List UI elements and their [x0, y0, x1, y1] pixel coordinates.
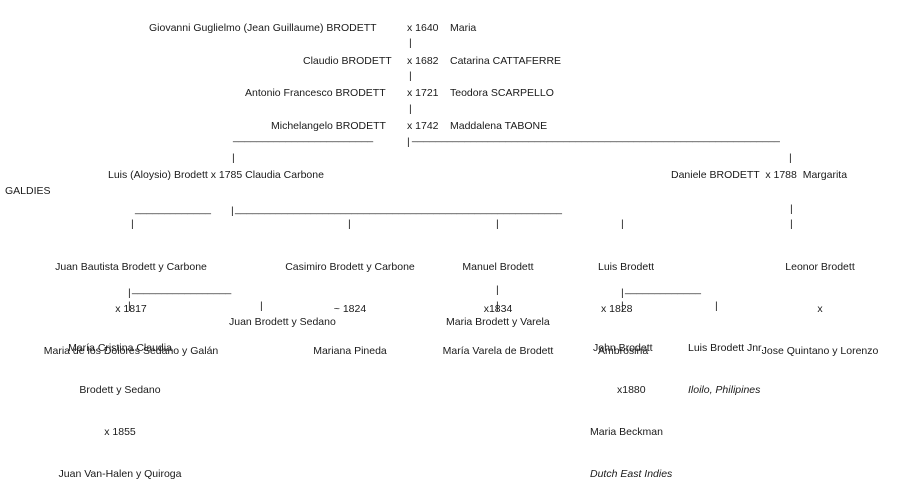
maria-brodett-y-varela: Maria Brodett y Varela	[446, 316, 550, 328]
person-line: Maria de los Dolores Sedano y Galán	[43, 345, 219, 357]
gen4-rule-right: ________________________________________…	[412, 131, 780, 143]
maria-cristina: María Cristina Claudia Brodett y Sedano …	[40, 316, 200, 494]
person-line: Jose Quintano y Lorenzo	[761, 345, 879, 357]
daniele-bar: |	[790, 203, 793, 215]
person-line: Brodett y Sedano	[79, 384, 161, 396]
gen1-name: Giovanni Guglielmo (Jean Guillaume) BROD…	[149, 22, 377, 34]
juan-brodett-y-sedano: Juan Brodett y Sedano	[229, 316, 336, 328]
person-line: ~ 1824	[333, 303, 367, 315]
person-line: x 1855	[104, 426, 136, 438]
person-line: x1834	[483, 303, 513, 315]
drop-bar-casimiro: |	[348, 218, 351, 230]
person-line: x1880	[617, 384, 646, 396]
luis-brodett-jnr: Luis Brodett Jnr. Iloilo, Philipines	[688, 316, 764, 410]
juan-bautista-rule-bar: |	[128, 287, 131, 299]
person-line: Mariana Pineda	[313, 345, 387, 357]
luis-spouse-continuation: GALDIES	[5, 185, 51, 197]
person-line: Iloilo, Philipines	[688, 384, 761, 396]
person-line: Leonor Brodett	[785, 261, 855, 273]
drop-bar-manuel: |	[496, 218, 499, 230]
gen3-spouse: Teodora SCARPELLO	[450, 87, 554, 99]
juan-bautista: Juan Bautista Brodett y Carbone x 1817 M…	[20, 235, 242, 371]
luis-aloysio: Luis (Aloysio) Brodett x 1785 Claudia Ca…	[108, 169, 324, 181]
luis-brodett-rule-bar-2: |	[621, 300, 624, 312]
person-line: Luis Brodett Jnr.	[688, 342, 764, 354]
gen3-marriage: x 1721	[407, 87, 439, 99]
gen4-rule-left: ________________________	[233, 131, 374, 143]
person-line: Manuel Brodett	[462, 261, 534, 273]
gen5-rule-left: _____________	[135, 203, 211, 215]
gen5-rule-bar: |	[231, 205, 234, 217]
manuel: Manuel Brodett x1834 María Varela de Bro…	[438, 235, 558, 371]
gen1-spouse: Maria	[450, 22, 477, 34]
gen1-marriage: x 1640	[407, 22, 439, 34]
gen2-marriage: x 1682	[407, 55, 439, 67]
drop-bar-leonor: |	[790, 218, 793, 230]
gen5-rule-right: ________________________________________…	[235, 203, 563, 215]
person-line: Ambrosina	[598, 345, 649, 357]
drop-bar-luis-brodett: |	[621, 218, 624, 230]
luis-brodett-rule-bar: |	[621, 287, 624, 299]
gen3-name: Antonio Francesco BRODETT	[245, 87, 386, 99]
juan-bautista-rule-bar-2: |	[128, 300, 131, 312]
person-line: x 1817	[115, 303, 147, 315]
gen4-marriage: x 1742	[407, 120, 439, 132]
luis-brodett: Luis Brodett x 1828 Ambrosina	[598, 235, 654, 371]
luis-jnr-bar: |	[715, 300, 718, 312]
trunk-bar-2: |	[409, 70, 412, 82]
manuel-bar-1: |	[496, 284, 499, 296]
person-line: x	[817, 303, 823, 315]
leonor: Leonor Brodett x Jose Quintano y Lorenzo	[730, 235, 910, 371]
person-line: Juan Van-Halen y Quiroga	[58, 468, 182, 480]
luis-drop-bar: |	[232, 152, 235, 164]
daniele: Daniele BRODETT x 1788 Margarita	[671, 169, 848, 181]
person-line: Maria Beckman	[590, 426, 663, 438]
juan-sedano-bar: |	[260, 300, 263, 312]
person-line: Dutch East Indies	[590, 468, 673, 480]
person-line: Juan Bautista Brodett y Carbone	[55, 261, 207, 273]
trunk-bar-3: |	[409, 103, 412, 115]
daniele-drop-bar: |	[789, 152, 792, 164]
person-line: María Varela de Brodett	[442, 345, 554, 357]
drop-bar-juan-bautista: |	[131, 218, 134, 230]
casimiro: Casimiro Brodett y Carbone ~ 1824 Marian…	[260, 235, 440, 371]
person-line: John Brodett	[593, 342, 653, 354]
john-brodett: John Brodett x1880 Maria Beckman Dutch E…	[590, 316, 672, 494]
person-line: x 1828	[601, 303, 633, 315]
luis-brodett-rule: _____________	[625, 283, 701, 295]
person-line: Luis Brodett	[598, 261, 655, 273]
gen2-spouse: Catarina CATTAFERRE	[450, 55, 562, 67]
person-line: Casimiro Brodett y Carbone	[285, 261, 415, 273]
manuel-bar-2: |	[496, 300, 499, 312]
gen4-rule-bar: |	[407, 136, 410, 148]
juan-bautista-rule: _________________	[132, 283, 232, 295]
gen4-spouse: Maddalena TABONE	[450, 120, 548, 132]
trunk-bar-1: |	[409, 37, 412, 49]
person-line: María Cristina Claudia	[68, 342, 172, 354]
gen4-name: Michelangelo BRODETT	[271, 120, 386, 132]
gen2-name: Claudio BRODETT	[303, 55, 392, 67]
